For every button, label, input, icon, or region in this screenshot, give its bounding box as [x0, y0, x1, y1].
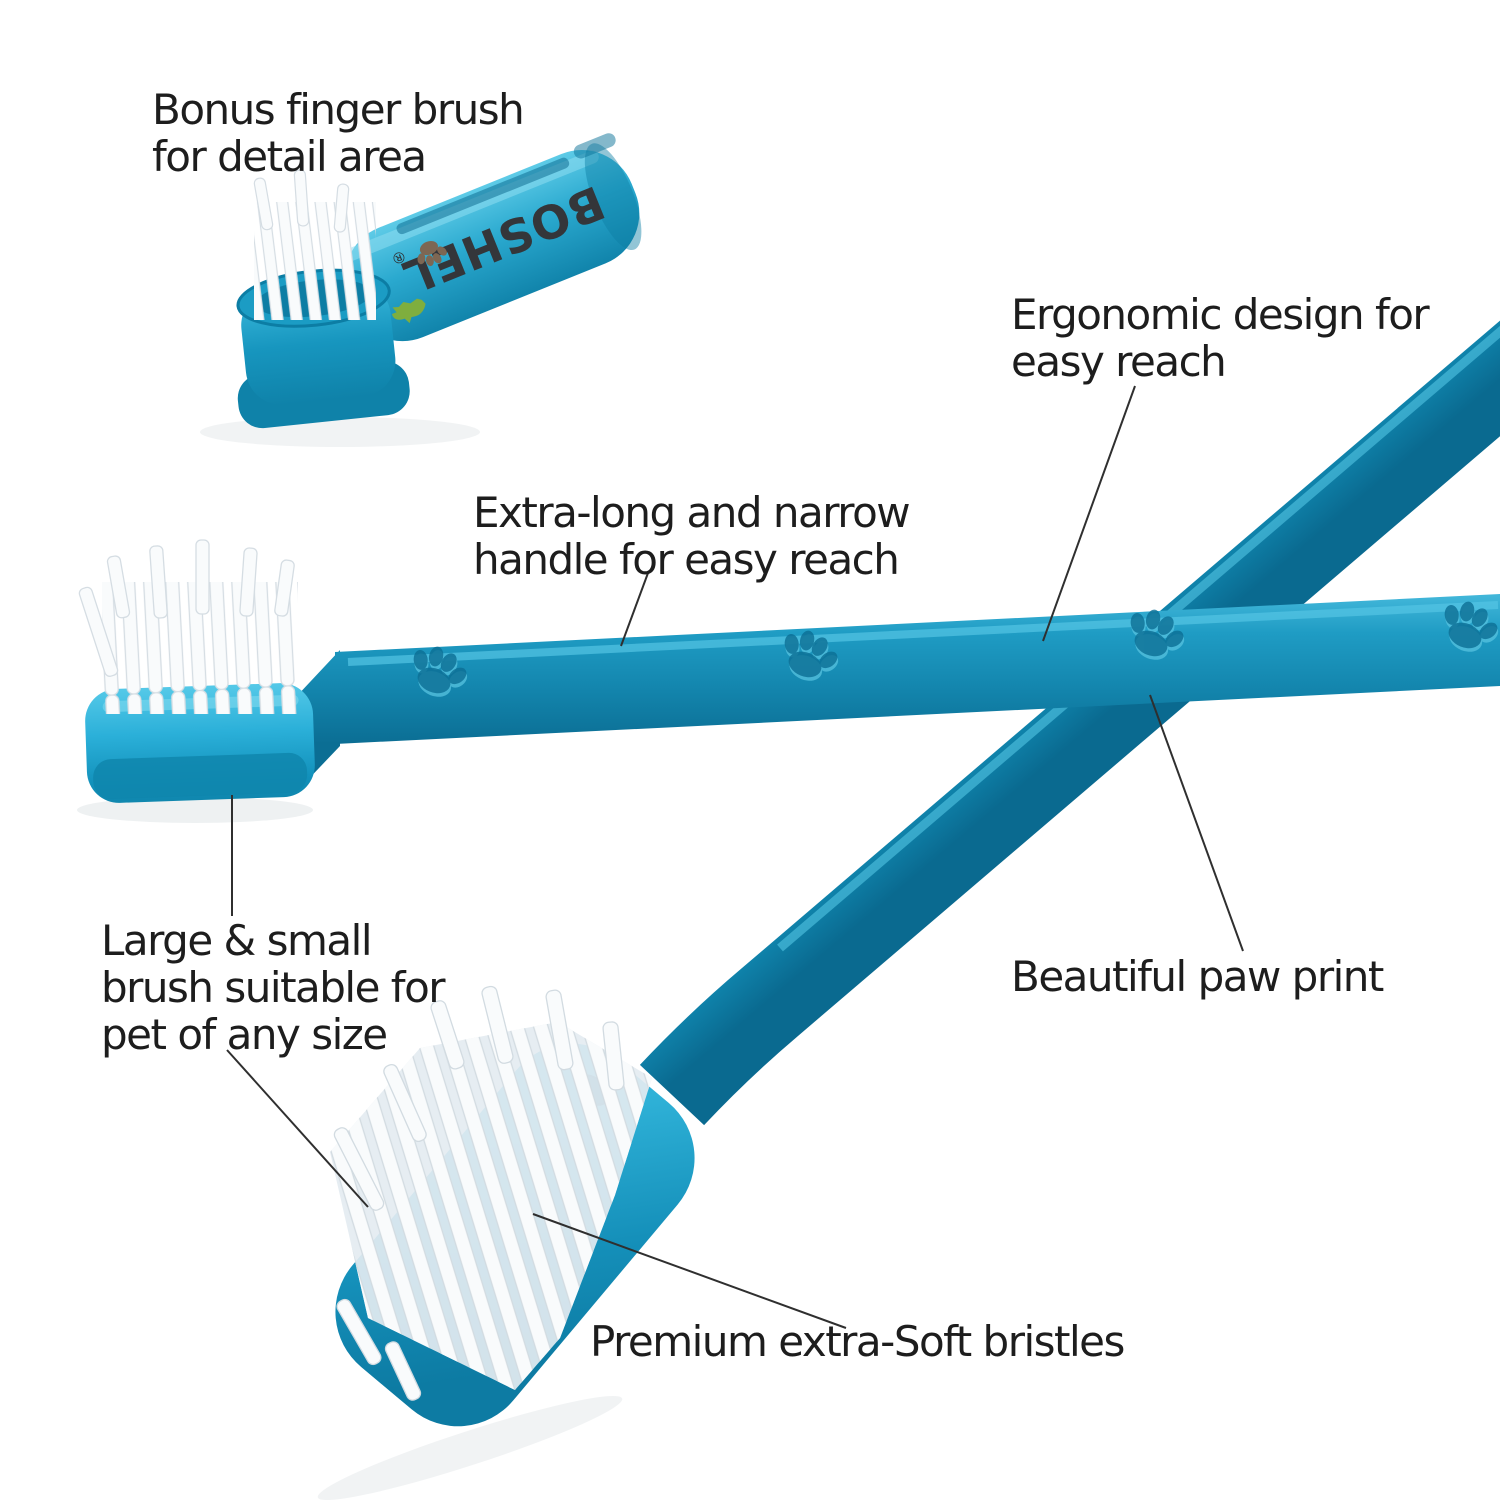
annotation-bonus-finger-brush: Bonus finger brush for detail area [152, 85, 525, 181]
finger-opening [584, 143, 642, 251]
dog-toothbrush-diagonal [330, 320, 1500, 1427]
callout-line-paw-print [1149, 694, 1244, 952]
annotation-extra-long-handle: Extra-long and narrow handle for easy re… [473, 488, 911, 584]
small-brush-bristles [78, 539, 298, 714]
registered-mark: ® [388, 246, 409, 268]
annotation-large-small-brush: Large & small brush suitable for pet of … [101, 916, 446, 1059]
callout-lines [226, 385, 1244, 1329]
callout-line-large-small-bottom [226, 1049, 369, 1208]
logo-dog-icon [391, 298, 426, 324]
annotation-ergonomic-design: Ergonomic design for easy reach [1011, 290, 1430, 386]
sleeve-slot [396, 157, 570, 235]
sleeve-clip [573, 133, 616, 159]
annotation-beautiful-paw-print: Beautiful paw print [1011, 952, 1384, 1001]
handle-highlight [347, 601, 1499, 666]
callout-line-bristles [532, 1213, 847, 1329]
callout-line-extra-long [620, 572, 649, 647]
handle [335, 594, 1500, 744]
large-brush-bristles [330, 985, 652, 1401]
annotation-premium-bristles: Premium extra-Soft bristles [590, 1317, 1125, 1366]
finger-brush-bristles [253, 169, 376, 320]
dog-toothbrush-horizontal [78, 539, 1500, 803]
callout-line-ergonomic [1042, 385, 1136, 642]
